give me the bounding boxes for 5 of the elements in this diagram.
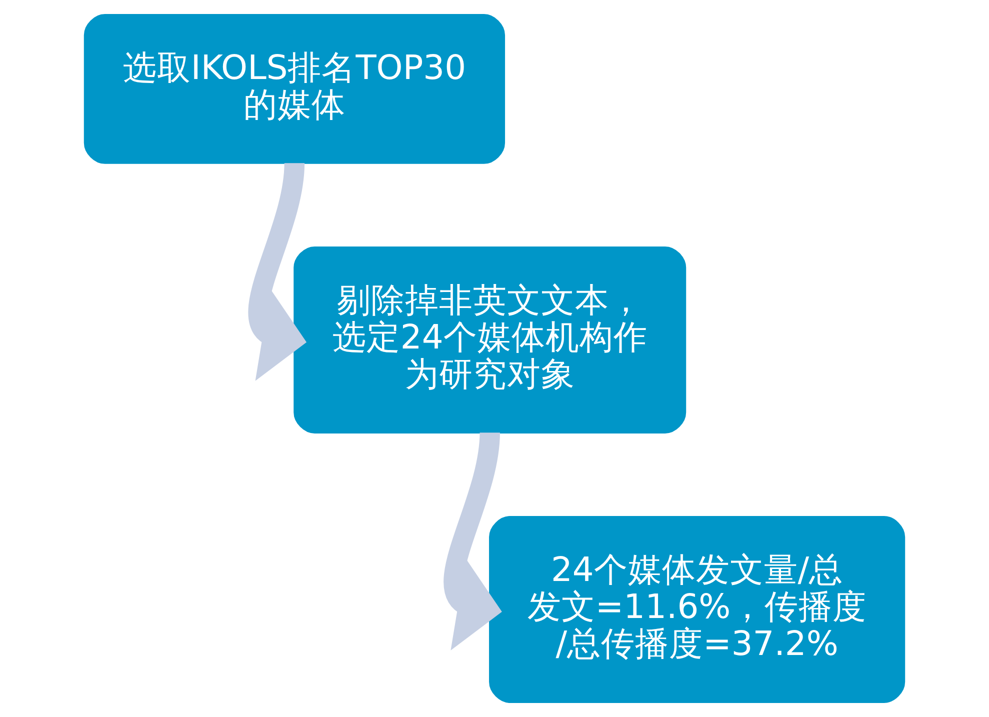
arrow <box>444 432 502 650</box>
node-box: 剔除掉非英文文本，选定24个媒体机构作为研究对象 <box>294 246 686 434</box>
node-box: 24个媒体发文量/总发文=11.6%，传播度/总传播度=37.2% <box>489 516 906 703</box>
node-box: 选取IKOLS排名TOP30的媒体 <box>84 14 506 164</box>
arrow <box>248 162 307 381</box>
